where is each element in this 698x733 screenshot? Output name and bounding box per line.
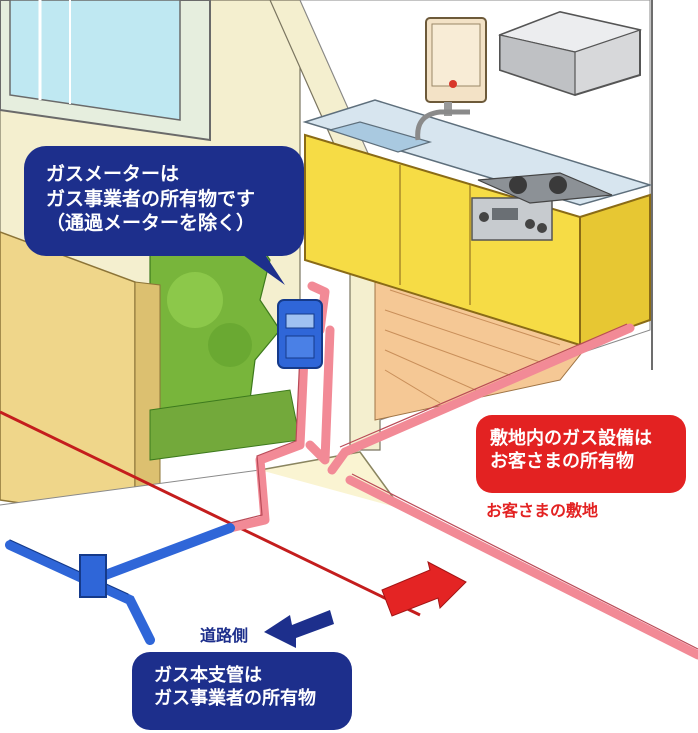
main-callout-line: ガス本支管は [154, 665, 262, 686]
premises-equipment-callout: 敷地内のガス設備は お客さまの所有物 [476, 415, 686, 493]
property-boundary-line [0, 410, 421, 617]
premises-callout-line: 敷地内のガス設備は [490, 428, 652, 449]
main-callout-line: ガス事業者の所有物 [154, 688, 316, 710]
customer-gas-piping-edges [229, 323, 698, 650]
water-heater [425, 17, 487, 116]
utility-main-joint [79, 554, 107, 598]
gas-main-ownership-callout: ガス本支管は ガス事業者の所有物 [132, 652, 352, 730]
meter-callout-tail [236, 250, 285, 285]
road-side-label: 道路側 [200, 626, 249, 645]
meter-ownership-callout: ガスメーターは ガス事業者の所有物です （通過メーターを除く） [24, 146, 304, 256]
garden [0, 209, 396, 571]
meter-callout-line: ガス事業者の所有物です [46, 187, 256, 210]
customer-premises-label: お客さまの敷地 [486, 501, 599, 520]
utility-gas-main [5, 523, 235, 645]
kitchen-counter [302, 99, 653, 347]
to-premises-arrow [381, 561, 467, 617]
meter-callout-line: （通過メーターを除く） [46, 212, 256, 235]
window [0, 0, 211, 142]
meter-callout-line: ガスメーターは [46, 163, 180, 185]
range-hood [497, 10, 643, 97]
gas-meter [277, 299, 323, 369]
to-road-arrow [264, 610, 334, 648]
premises-callout-line: お客さまの所有物 [490, 451, 634, 473]
customer-gas-piping [225, 281, 698, 660]
